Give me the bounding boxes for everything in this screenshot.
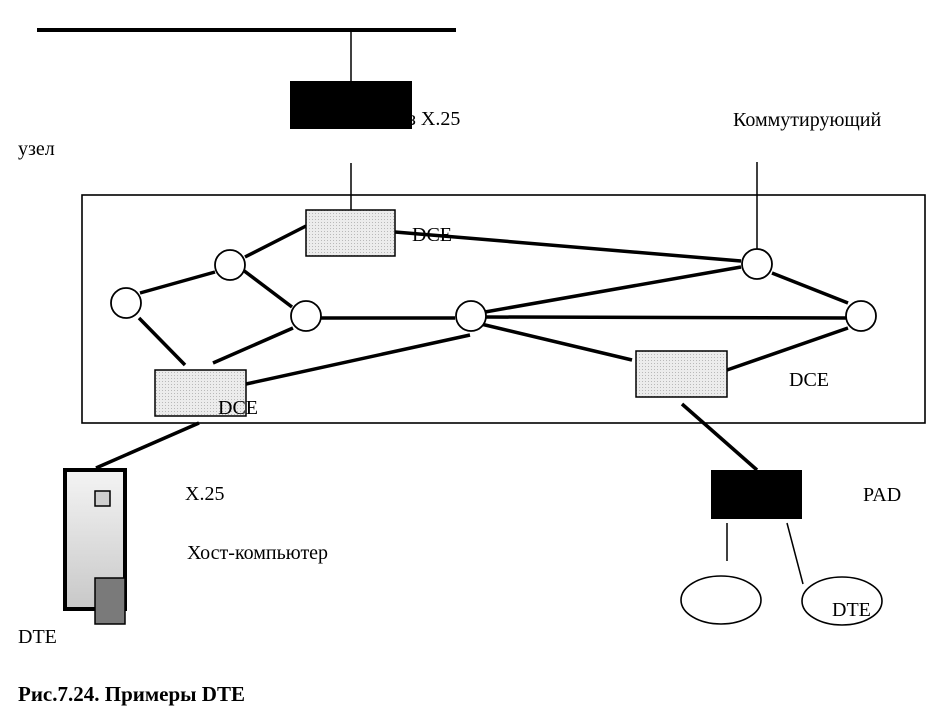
terminal-1 — [680, 575, 762, 625]
dce-top-box — [305, 209, 396, 257]
terminal-2 — [801, 576, 883, 626]
gateway-box — [290, 81, 412, 129]
dce-right-box — [635, 350, 728, 398]
link-n4-dce-right — [480, 322, 633, 362]
dce-top-label: DCE — [412, 224, 452, 246]
pad-box — [711, 470, 802, 519]
switching-word-label: Коммутирующий — [733, 109, 882, 131]
switch-node-4 — [455, 300, 487, 332]
dce-right-label: DCE — [789, 369, 829, 391]
network-boundary — [81, 194, 926, 424]
link-dce-left-host — [95, 421, 200, 470]
switch-node-6 — [845, 300, 877, 332]
switch-nodes — [110, 248, 877, 332]
host-computer-icon — [63, 468, 127, 625]
link-n1-dce-left — [137, 316, 187, 367]
link-dce-right-pad — [680, 402, 759, 472]
link-n2-n3 — [241, 268, 294, 309]
link-dce-right-n6 — [726, 326, 849, 372]
link-dce-top-n5 — [394, 230, 742, 263]
link-n4-n5 — [484, 265, 742, 314]
gateway-label: з X.25 — [408, 108, 461, 130]
pad-label: PAD — [863, 484, 902, 506]
switch-node-2 — [214, 249, 246, 281]
switch-node-5 — [741, 248, 773, 280]
dce-left-label: DCE — [218, 397, 258, 419]
dte-left-label: DTE — [18, 626, 57, 648]
link-n1-n2 — [139, 270, 216, 295]
x25-label: X.25 — [185, 483, 225, 505]
figure-caption: Рис.7.24. Примеры DTE — [18, 682, 245, 706]
link-dce-left-n4 — [245, 333, 471, 386]
link-n3-dce-left — [212, 326, 294, 365]
node-word-label: узел — [18, 138, 55, 160]
dte-right-label: DTE — [832, 599, 871, 621]
link-n2-dce-top — [244, 224, 307, 259]
link-n4-n6 — [485, 315, 847, 320]
host-computer-label: Хост-компьютер — [187, 542, 329, 564]
link-n5-n6 — [771, 271, 849, 305]
dce-left-box — [154, 369, 247, 417]
pad-to-terminal-2-line — [786, 522, 804, 585]
network-links — [95, 224, 849, 472]
switch-node-3 — [290, 300, 322, 332]
switch-node-1 — [110, 287, 142, 319]
